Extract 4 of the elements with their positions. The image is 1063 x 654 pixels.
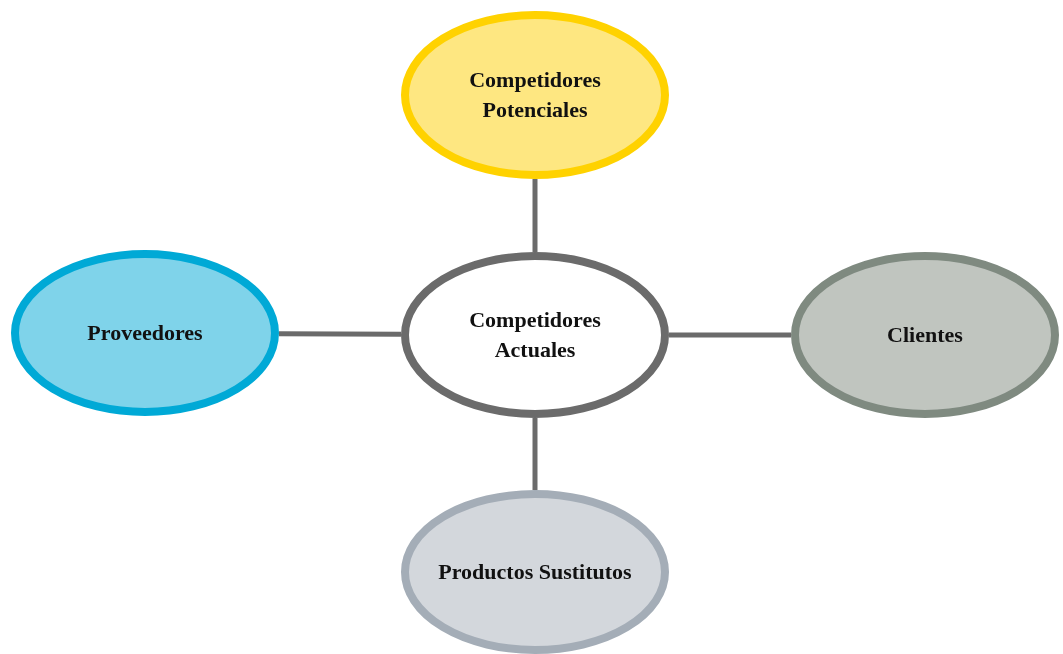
connector-line <box>279 331 401 337</box>
connector-line <box>532 179 538 252</box>
connector-line <box>532 418 538 490</box>
connector-line <box>669 332 791 338</box>
